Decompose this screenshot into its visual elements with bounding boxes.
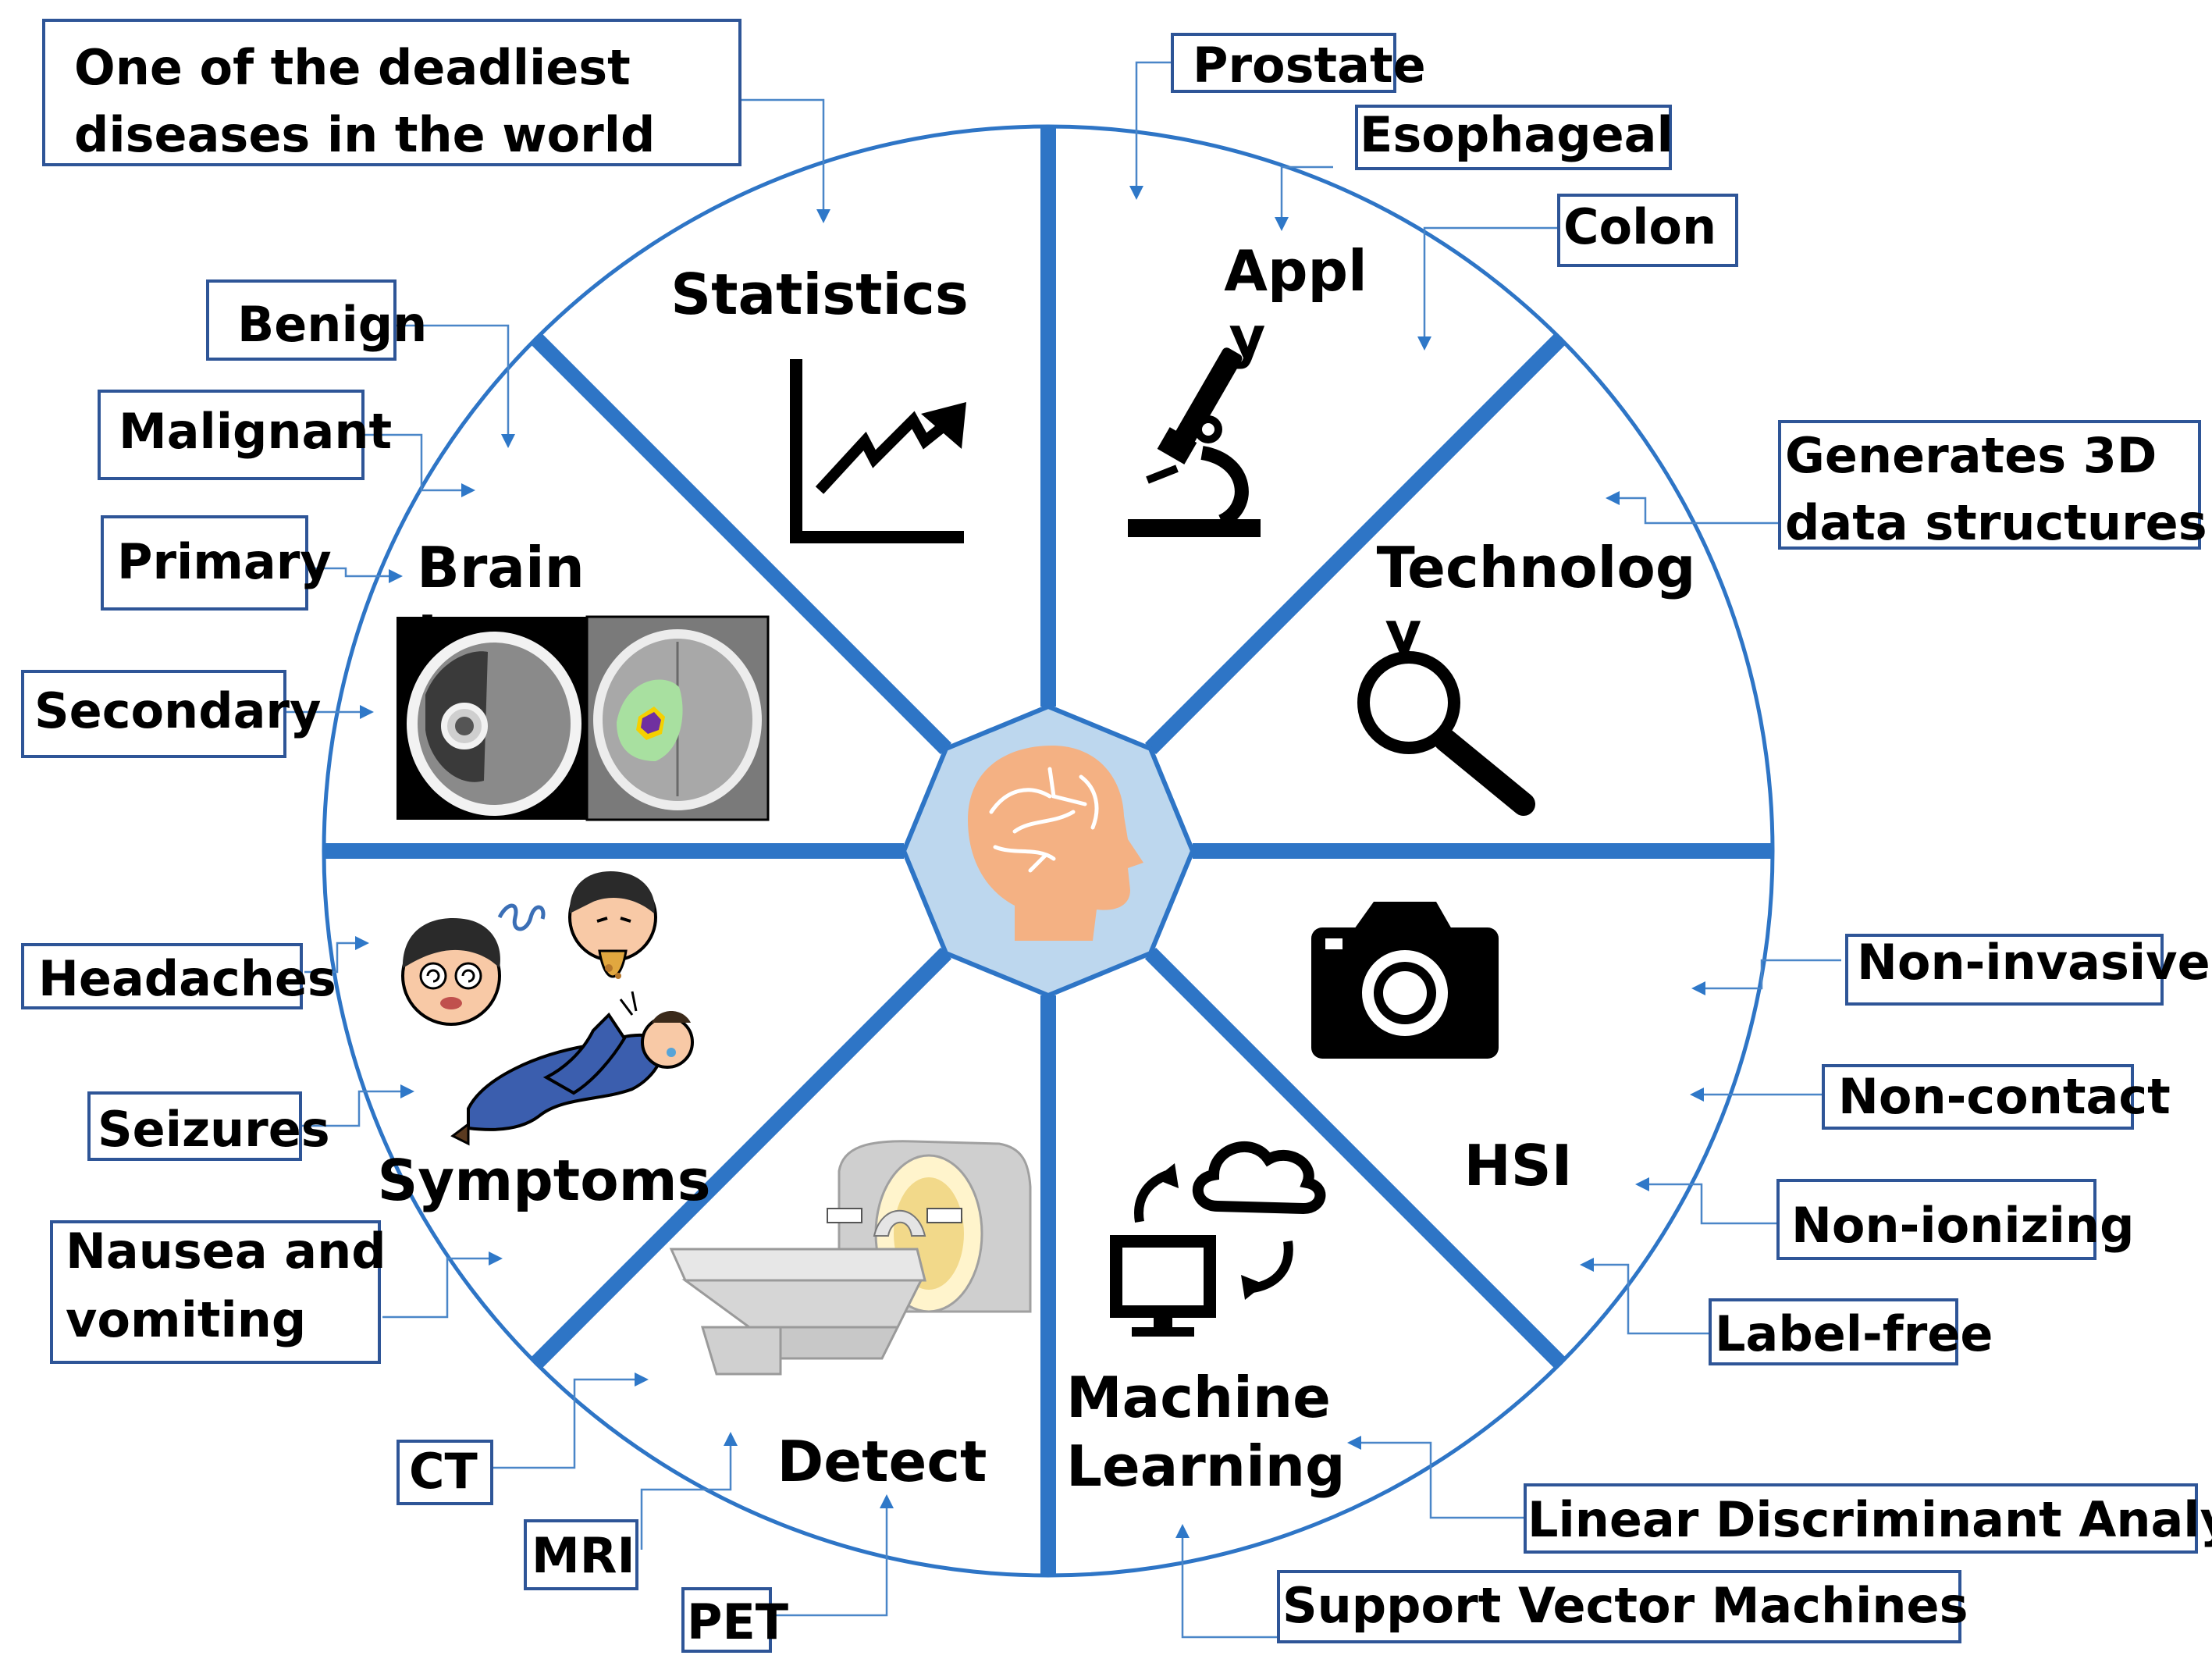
connector-nausea [382, 1257, 494, 1319]
benign-text: Benign [237, 296, 427, 353]
box-lda: Linear Discriminant Analysis [1524, 1483, 2212, 1554]
box-deadliest: One of the deadliest diseases in the wor… [42, 19, 741, 166]
headaches-text: Headaches [38, 950, 336, 1007]
box-non-invasive: Non-invasive [1845, 934, 2210, 1006]
box-benign: Benign [206, 279, 427, 361]
connector-primary [307, 567, 394, 578]
seizures-text: Seizures [98, 1101, 330, 1158]
brain-label-line1: Brain [417, 535, 585, 600]
box-mri: MRI [524, 1519, 638, 1590]
connector-prostate [1135, 61, 1179, 191]
magnifier-icon [1357, 651, 1535, 816]
esophageal-text: Esophageal [1360, 106, 1673, 163]
mri-scanner-icon [669, 1140, 1032, 1376]
connector-benign [395, 324, 510, 440]
deadliest-line2: diseases in the world [74, 106, 655, 163]
box-pet: PET [681, 1587, 788, 1653]
prostate-text: Prostate [1193, 37, 1426, 94]
box-esophageal: Esophageal [1355, 105, 1673, 170]
connector-malignant [363, 433, 467, 492]
box-nausea: Nausea and vomiting [50, 1220, 386, 1364]
divider-bottom-right [1144, 947, 1567, 1369]
apply-label-line1: Appl [1224, 238, 1367, 304]
box-prostate: Prostate [1171, 33, 1426, 94]
nausea-line1: Nausea and [66, 1223, 386, 1280]
divider-top-right [1144, 333, 1567, 755]
brain-head-icon [968, 746, 1143, 941]
colon-text: Colon [1563, 198, 1716, 255]
mri-text: MRI [532, 1527, 635, 1584]
machine-label-line2: Learning [1066, 1433, 1346, 1499]
connector-mri [640, 1440, 732, 1550]
box-malignant: Malignant [98, 390, 392, 480]
ct-text: CT [409, 1443, 478, 1500]
label-free-text: Label-free [1715, 1305, 1993, 1362]
statistics-label: Statistics [670, 262, 968, 327]
camera-icon [1311, 902, 1499, 1059]
segment-dividers [324, 126, 1773, 1575]
connector-non-ionizing [1644, 1183, 1778, 1225]
connector-headaches [304, 942, 361, 974]
primary-text: Primary [117, 533, 332, 590]
connector-esophageal [1280, 166, 1333, 223]
machine-label-line1: Machine [1066, 1365, 1331, 1430]
generates-line1: Generates 3D [1785, 427, 2157, 484]
detect-label: Detect [777, 1429, 987, 1494]
connector-seizures [301, 1090, 406, 1127]
box-generates-3d: Generates 3D data structures [1778, 420, 2207, 551]
technology-label-line1: Technolog [1377, 535, 1696, 600]
box-secondary: Secondary [21, 670, 321, 758]
hsi-label: HSI [1464, 1133, 1573, 1198]
connector-generates [1614, 497, 1780, 525]
connector-lda [1356, 1441, 1525, 1519]
trend-chart-icon [790, 359, 966, 543]
connectors [285, 61, 1841, 1639]
lda-text: Linear Discriminant Analysis [1527, 1491, 2212, 1548]
pet-text: PET [687, 1593, 788, 1650]
connector-label-free [1588, 1263, 1710, 1335]
sick-people-icon [401, 870, 694, 1146]
box-primary: Primary [101, 515, 332, 611]
box-ct: CT [397, 1440, 493, 1505]
box-svm: Support Vector Machines [1277, 1570, 1968, 1643]
box-non-contact: Non-contact [1822, 1064, 2171, 1130]
deadliest-line1: One of the deadliest [74, 39, 631, 96]
connector-ct [492, 1378, 640, 1469]
box-seizures: Seizures [87, 1091, 330, 1161]
box-non-ionizing: Non-ionizing [1776, 1179, 2134, 1260]
svm-text: Support Vector Machines [1282, 1577, 1968, 1634]
non-contact-text: Non-contact [1838, 1068, 2171, 1125]
connector-non-invasive [1700, 959, 1841, 990]
malignant-text: Malignant [119, 403, 392, 460]
non-ionizing-text: Non-ionizing [1791, 1197, 2134, 1254]
box-headaches: Headaches [21, 943, 336, 1009]
connector-colon [1423, 226, 1559, 342]
connector-pet [770, 1503, 888, 1617]
non-invasive-text: Non-invasive [1857, 934, 2210, 991]
divider-top-left [530, 333, 952, 755]
nausea-line2: vomiting [66, 1291, 306, 1348]
computer-cloud-sync-icon [1110, 1141, 1326, 1337]
secondary-text: Secondary [34, 682, 321, 739]
connector-svm [1181, 1533, 1278, 1639]
box-colon: Colon [1557, 194, 1738, 267]
generates-line2: data structures [1785, 494, 2207, 551]
microscope-icon [1128, 347, 1261, 537]
connector-deadliest [740, 98, 825, 215]
brain-ct-scan-icon [397, 615, 770, 821]
divider-bottom-left [530, 947, 952, 1369]
symptoms-label: Symptoms [377, 1148, 710, 1213]
box-label-free: Label-free [1709, 1298, 1993, 1365]
